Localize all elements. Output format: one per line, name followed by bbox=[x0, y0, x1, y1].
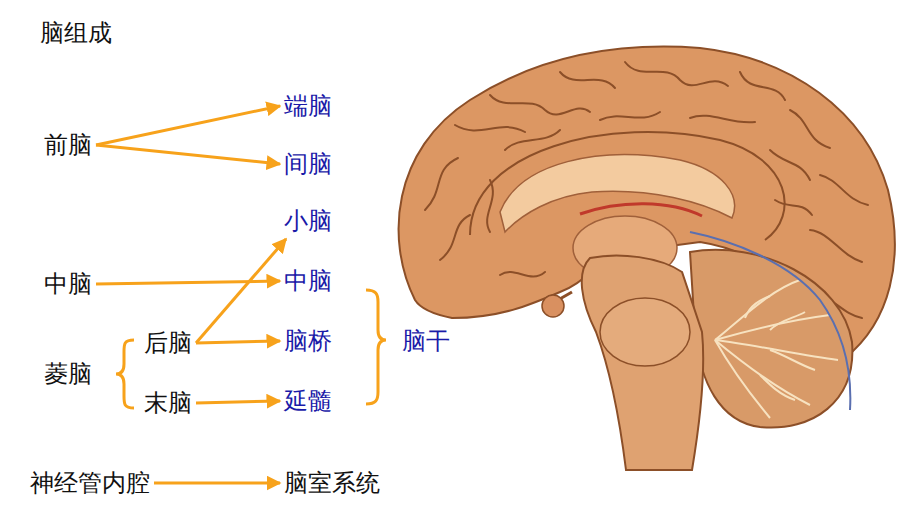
node-text: 间脑 bbox=[284, 149, 332, 179]
title-text: 脑组成 bbox=[40, 18, 112, 48]
arrow-connector bbox=[196, 239, 286, 343]
brain-division: 前脑 bbox=[40, 127, 96, 163]
node-text: 后脑 bbox=[144, 328, 192, 358]
bracket bbox=[366, 290, 386, 404]
brain-division: 中脑 bbox=[40, 266, 96, 302]
brain-part: 延髓 bbox=[280, 383, 336, 419]
brain-division: 末脑 bbox=[140, 385, 196, 421]
brain-part: 间脑 bbox=[280, 146, 336, 182]
node-text: 脑室系统 bbox=[284, 468, 380, 498]
adult-structure: 脑室系统 bbox=[280, 465, 384, 501]
brain-part: 端脑 bbox=[280, 88, 336, 124]
node-text: 神经管内腔 bbox=[30, 468, 150, 498]
brain-division: 菱脑 bbox=[40, 356, 96, 392]
node-text: 端脑 bbox=[284, 91, 332, 121]
bracket bbox=[116, 340, 134, 408]
brain-part: 小脑 bbox=[280, 203, 336, 239]
arrow-connector bbox=[96, 281, 280, 284]
arrow-connector bbox=[154, 482, 280, 485]
diagram-title: 脑组成 bbox=[40, 18, 112, 48]
node-text: 前脑 bbox=[44, 130, 92, 160]
brain-division: 后脑 bbox=[140, 325, 196, 361]
node-text: 末脑 bbox=[144, 388, 192, 418]
node-text: 菱脑 bbox=[44, 359, 92, 389]
node-text: 延髓 bbox=[284, 386, 332, 416]
brain-part: 中脑 bbox=[280, 263, 336, 299]
group-name: 脑干 bbox=[398, 323, 454, 359]
brainstem bbox=[582, 256, 704, 470]
brain-part: 脑桥 bbox=[280, 323, 336, 359]
fornix bbox=[580, 204, 702, 216]
node-text: 脑干 bbox=[402, 326, 450, 356]
arrow-connector bbox=[96, 145, 280, 164]
pons bbox=[600, 298, 690, 366]
vein bbox=[690, 232, 850, 410]
node-text: 小脑 bbox=[284, 206, 332, 236]
pituitary bbox=[542, 295, 564, 317]
node-text: 中脑 bbox=[284, 266, 332, 296]
arrow-connector bbox=[196, 341, 280, 343]
embryo-structure: 神经管内腔 bbox=[26, 465, 154, 501]
node-text: 中脑 bbox=[44, 269, 92, 299]
arrow-connector bbox=[196, 401, 280, 403]
arrow-connector bbox=[96, 106, 280, 145]
node-text: 脑桥 bbox=[284, 326, 332, 356]
cerebellum bbox=[690, 250, 852, 428]
